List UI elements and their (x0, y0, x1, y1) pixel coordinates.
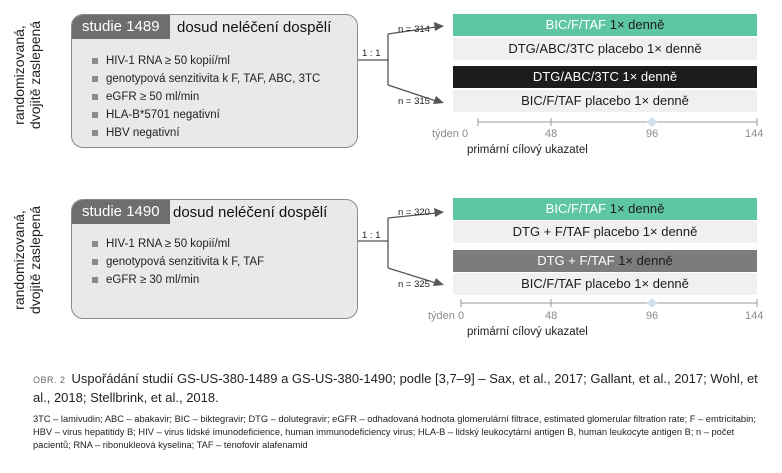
study-1489-ratio: 1 : 1 (362, 48, 381, 59)
criterion-item: genotypová senzitivita k F, TAF, ABC, 3T… (92, 70, 320, 88)
caption-text: Uspořádání studií GS-US-380-1489 a GS-US… (33, 371, 758, 405)
bullet-square-icon (92, 259, 98, 265)
study-1490-heading: dosud neléčení dospělí (173, 204, 328, 221)
study-1489-criteria: HIV-1 RNA ≥ 50 kopií/ml genotypová senzi… (92, 52, 320, 142)
bullet-square-icon (92, 241, 98, 247)
study-1489-box: studie 1489 dosud neléčení dospělí HIV-1… (71, 14, 358, 148)
criterion-item: HBV negativní (92, 124, 320, 142)
study-1490-box: studie 1490 dosud neléčení dospělí HIV-1… (71, 199, 358, 319)
study-1489-tick-144: 144 (745, 128, 764, 140)
bullet-square-icon (92, 76, 98, 82)
study-1490-n-top: n = 320 (398, 207, 430, 218)
study-1490-n-bottom: n = 325 (398, 279, 430, 290)
study-1489-n-top: n = 314 (398, 24, 430, 35)
study-1490-primary-endpoint: primární cílový ukazatel (467, 326, 588, 338)
study-1490-ratio: 1 : 1 (362, 230, 381, 241)
study-1490-tick-144: 144 (745, 310, 764, 322)
criterion-item: HIV-1 RNA ≥ 50 kopií/ml (92, 52, 320, 70)
study-1489-n-bottom: n = 315 (398, 96, 430, 107)
criterion-item: eGFR ≥ 30 ml/min (92, 271, 264, 289)
criterion-item: HLA-B*5701 negativní (92, 106, 320, 124)
study-1490-arm2-active-bar: DTG + F/TAF 1× denně (453, 250, 757, 272)
study-1489-tag: studie 1489 (72, 15, 170, 39)
study-1490-arm2-placebo-bar: BIC/F/TAF placebo 1× denně (453, 273, 757, 295)
abbreviations: 3TC – lamivudin; ABC – abakavir; BIC – b… (33, 414, 756, 450)
study-1489-arm1-placebo-bar: DTG/ABC/3TC placebo 1× denně (453, 38, 757, 60)
study-1489-arm2-active-bar: DTG/ABC/3TC 1× denně (453, 66, 757, 88)
study-1489-arm1-active-bar: BIC/F/TAF 1× denně (453, 14, 757, 36)
study-1489-primary-endpoint: primární cílový ukazatel (467, 144, 588, 156)
bullet-square-icon (92, 130, 98, 136)
study-1490-axis-label: týden 0 (428, 310, 465, 322)
study-1490-tag: studie 1490 (72, 200, 170, 224)
bullet-square-icon (92, 58, 98, 64)
bullet-square-icon (92, 94, 98, 100)
figure-number: OBR. 2 (33, 375, 66, 385)
study-1489-arm2-placebo-bar: BIC/F/TAF placebo 1× denně (453, 90, 757, 112)
study-1490-tick-96: 96 (646, 310, 659, 322)
study-1490-tick-48: 48 (545, 310, 558, 322)
bullet-square-icon (92, 277, 98, 283)
criterion-item: HIV-1 RNA ≥ 50 kopií/ml (92, 235, 264, 253)
study-1489-heading: dosud neléčení dospělí (177, 19, 332, 36)
bullet-square-icon (92, 112, 98, 118)
study-1490-arm1-placebo-bar: DTG + F/TAF placebo 1× denně (453, 221, 757, 243)
criterion-item: genotypová senzitivita k F, TAF (92, 253, 264, 271)
study-1489-tick-48: 48 (545, 128, 558, 140)
study-1490-criteria: HIV-1 RNA ≥ 50 kopií/ml genotypová senzi… (92, 235, 264, 289)
study-1489-axis-label: týden 0 (432, 128, 469, 140)
study-1490-arm1-active-bar: BIC/F/TAF 1× denně (453, 198, 757, 220)
study-1489-tick-96: 96 (646, 128, 659, 140)
criterion-item: eGFR ≥ 50 ml/min (92, 88, 320, 106)
